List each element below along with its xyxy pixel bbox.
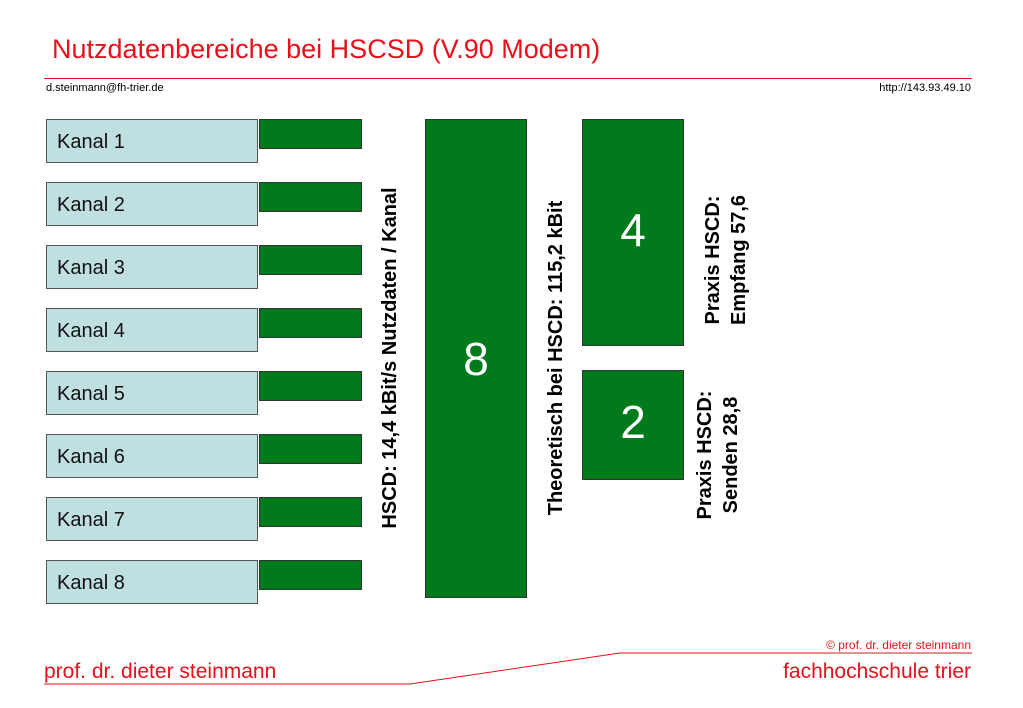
channel-bar-6: [259, 434, 362, 464]
send-rate-line2: Senden 28,8: [720, 396, 742, 514]
receive-rate-label: Praxis HSCD: Empfang 57,6: [700, 195, 752, 325]
send-rate-label: Praxis HSCD: Senden 28,8: [692, 391, 744, 520]
receive-channels-value: 4: [620, 203, 646, 256]
receive-channels-block: 4: [582, 119, 684, 346]
channel-label-5: Kanal 5: [46, 371, 258, 415]
channel-label-2: Kanal 2: [46, 182, 258, 226]
channel-bar-1: [259, 119, 362, 149]
total-channels-block: 8: [425, 119, 527, 598]
send-rate-line1: Praxis HSCD:: [694, 390, 716, 520]
header-divider: [44, 78, 972, 79]
channel-bar-5: [259, 371, 362, 401]
send-channels-block: 2: [582, 370, 684, 480]
receive-rate-line1: Praxis HSCD:: [702, 195, 724, 325]
channel-label-4: Kanal 4: [46, 308, 258, 352]
channel-bar-2: [259, 182, 362, 212]
theoretical-rate-label: Theoretisch bei HSCD: 115,2 kBit: [545, 200, 567, 516]
header-email: d.steinmann@fh-trier.de: [46, 82, 164, 94]
page-title: Nutzdatenbereiche bei HSCSD (V.90 Modem): [52, 34, 601, 64]
footer-author: prof. dr. dieter steinmann: [44, 660, 277, 683]
channel-label-1: Kanal 1: [46, 119, 258, 163]
channel-label-7: Kanal 7: [46, 497, 258, 541]
footer-copyright: © prof. dr. dieter steinmann: [826, 638, 971, 652]
channel-bar-8: [259, 560, 362, 590]
channel-bar-3: [259, 245, 362, 275]
total-channels-value: 8: [463, 332, 489, 385]
channel-label-3: Kanal 3: [46, 245, 258, 289]
header-url: http://143.93.49.10: [879, 82, 971, 94]
channel-bar-4: [259, 308, 362, 338]
per-channel-rate-label: HSCD: 14,4 kBit/s Nutzdaten / Kanal: [379, 187, 401, 529]
channel-bar-7: [259, 497, 362, 527]
channel-label-6: Kanal 6: [46, 434, 258, 478]
receive-rate-line2: Empfang 57,6: [728, 194, 750, 326]
footer-institution: fachhochschule trier: [783, 660, 971, 683]
send-channels-value: 2: [620, 396, 646, 448]
channel-label-8: Kanal 8: [46, 560, 258, 604]
